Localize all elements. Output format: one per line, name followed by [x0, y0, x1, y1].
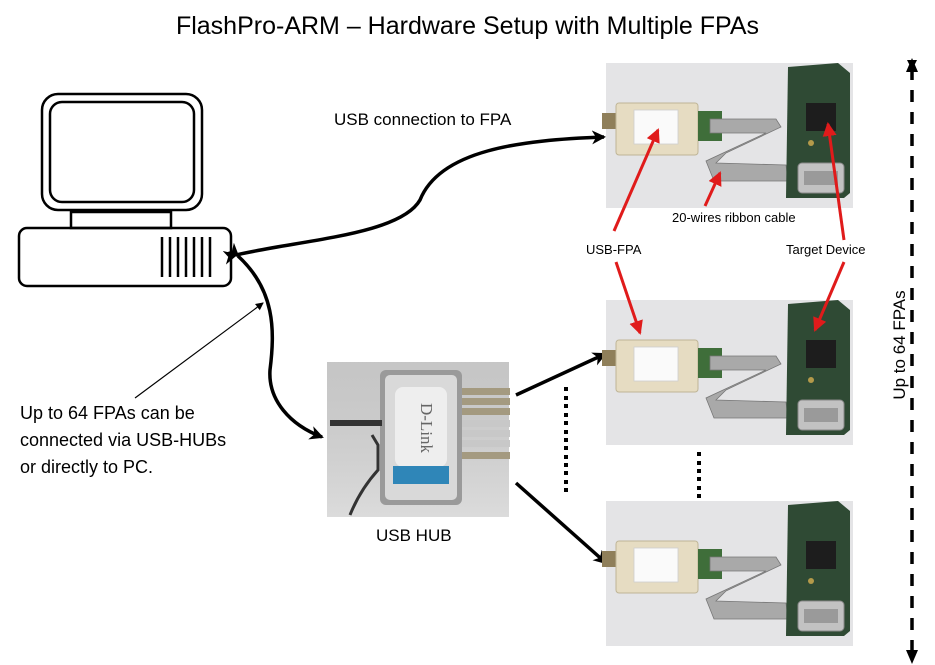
- note-line: connected via USB-HUBs: [20, 430, 227, 450]
- continuation-dots: [564, 387, 701, 498]
- fpa-count-label: Up to 64 FPAs: [880, 270, 920, 420]
- connection-note: Up to 64 FPAs can be connected via USB-H…: [20, 400, 280, 481]
- usb-hub-photo: D-Link: [327, 362, 510, 517]
- note-pointer: [134, 302, 264, 399]
- fpa-unit-photo-3: [601, 500, 854, 647]
- hub-to-fpa2-arrow: [515, 352, 607, 397]
- usb-connection-arrow: [222, 130, 606, 265]
- fpa-unit-photo-2: [601, 299, 854, 446]
- fpa-unit-photo-1: [601, 62, 854, 209]
- target-device-label: Target Device: [786, 242, 866, 257]
- usb-fpa-label: USB-FPA: [586, 242, 642, 257]
- note-line: Up to 64 FPAs can be: [20, 403, 195, 423]
- vent-slots: [160, 237, 212, 277]
- hub-brand-text: D-Link: [417, 403, 436, 454]
- hub-to-fpa3-arrow: [514, 481, 608, 565]
- computer-icon: [17, 92, 233, 288]
- usb-hub-label: USB HUB: [376, 526, 452, 545]
- note-line: or directly to PC.: [20, 457, 154, 477]
- usb-connection-label: USB connection to FPA: [334, 110, 512, 129]
- callout-arrows: [612, 122, 846, 335]
- fpa-count-text: Up to 64 FPAs: [890, 290, 909, 400]
- diagram-title: FlashPro-ARM – Hardware Setup with Multi…: [175, 12, 760, 40]
- pc-to-hub-arrow: [224, 242, 324, 440]
- ribbon-cable-label: 20-wires ribbon cable: [672, 210, 796, 225]
